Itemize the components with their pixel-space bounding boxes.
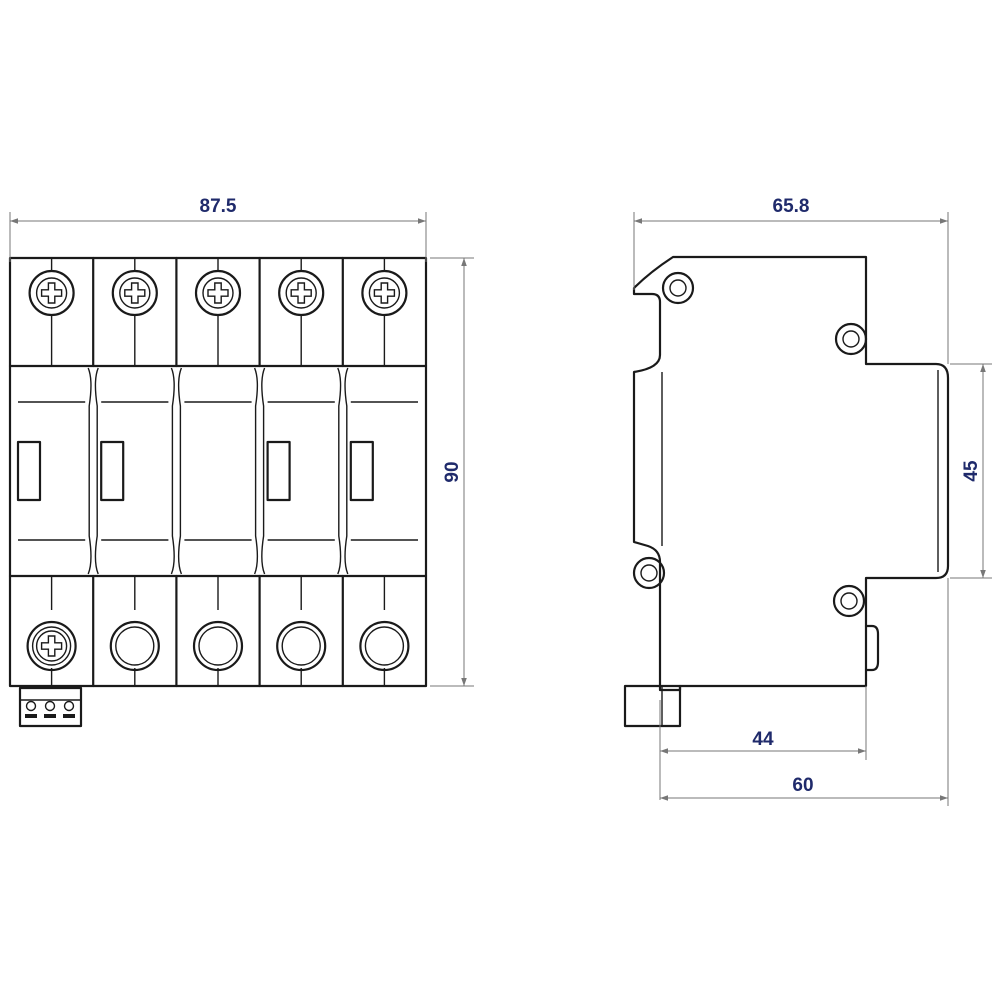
screw-cross-icon bbox=[111, 269, 158, 317]
connector-pin-icon bbox=[44, 700, 56, 718]
side-view: 65.8 45 44 60 bbox=[623, 196, 992, 806]
screw-cross-icon bbox=[28, 269, 75, 317]
module-rib bbox=[170, 367, 183, 575]
dimension-rail-to-front: 60 bbox=[660, 578, 949, 806]
side-view-outline bbox=[632, 255, 950, 692]
dimension-height-label: 90 bbox=[442, 461, 463, 482]
mount-hole-icon bbox=[832, 584, 866, 618]
module bbox=[170, 256, 252, 688]
bottom-terminals bbox=[26, 620, 410, 672]
module-rib bbox=[87, 367, 99, 575]
dimension-rail-to-shoulder: 44 bbox=[659, 686, 867, 800]
side-clip bbox=[864, 624, 880, 672]
front-view: 87.5 90 bbox=[8, 196, 474, 728]
dimension-overall-depth: 65.8 bbox=[633, 196, 949, 364]
screw-cross-icon bbox=[361, 269, 408, 317]
dimension-rail-to-shoulder-label: 44 bbox=[752, 729, 774, 750]
screw-cross-icon bbox=[278, 269, 325, 317]
connector-block bbox=[18, 686, 83, 728]
screw-cross-icon bbox=[26, 620, 77, 672]
bottom-clip bbox=[623, 684, 682, 728]
dimension-rail-to-front-label: 60 bbox=[792, 775, 813, 796]
module-rib bbox=[337, 367, 349, 575]
indicator-window bbox=[266, 440, 291, 502]
indicator-window bbox=[16, 440, 42, 502]
ring-hole-icon bbox=[359, 620, 410, 672]
dimension-front-face-height: 45 bbox=[950, 363, 992, 579]
connector-pin-icon bbox=[63, 700, 75, 718]
top-terminals bbox=[28, 269, 408, 317]
front-view-modules bbox=[8, 256, 428, 688]
screw-cross-icon bbox=[194, 269, 242, 317]
dimension-width: 87.5 bbox=[9, 196, 427, 262]
mount-hole-icon bbox=[632, 556, 666, 590]
dimension-front-face-height-label: 45 bbox=[961, 460, 982, 482]
mount-hole-icon bbox=[661, 271, 695, 305]
connector-pin-icon bbox=[25, 700, 37, 718]
connector-housing bbox=[18, 686, 83, 728]
ring-hole-icon bbox=[192, 620, 244, 672]
indicator-window bbox=[349, 440, 374, 502]
module-rib bbox=[253, 367, 266, 575]
module bbox=[16, 258, 86, 686]
dimension-width-label: 87.5 bbox=[200, 196, 237, 217]
indicator-window bbox=[100, 440, 125, 502]
dimension-height: 90 bbox=[430, 257, 474, 687]
dimension-overall-depth-label: 65.8 bbox=[773, 196, 810, 217]
module bbox=[253, 256, 335, 688]
ring-hole-icon bbox=[276, 620, 327, 672]
module bbox=[87, 256, 169, 688]
ring-hole-icon bbox=[109, 620, 160, 672]
mount-hole-icon bbox=[834, 322, 868, 356]
